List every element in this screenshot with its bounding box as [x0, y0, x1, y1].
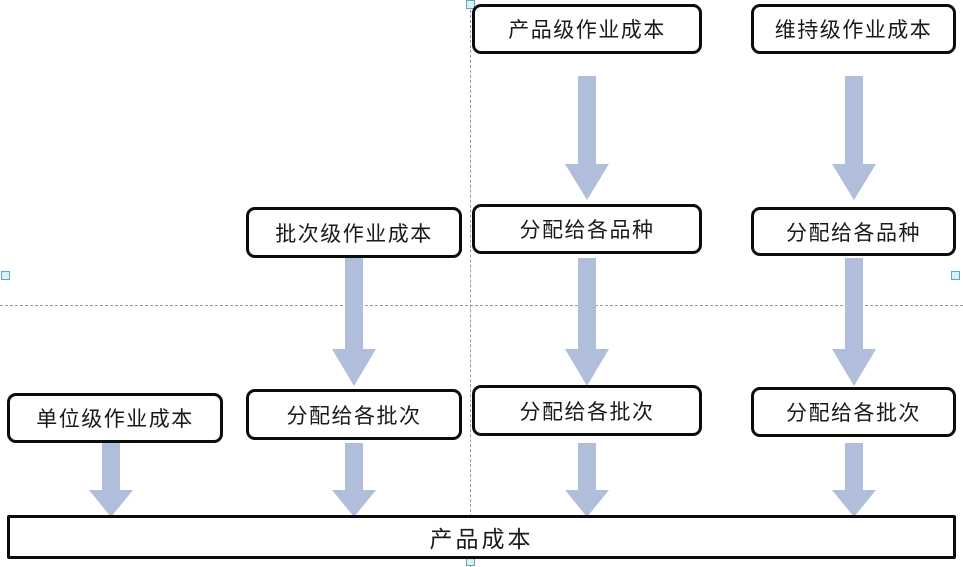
guide-handle-right[interactable]: [951, 271, 960, 280]
arrow-batches-right-to-product-cost: [832, 443, 876, 517]
node-label: 产品成本: [429, 527, 534, 552]
node-batch-level-cost[interactable]: 批次级作业成本: [246, 207, 462, 258]
node-label: 单位级作业成本: [36, 407, 194, 431]
node-label: 分配给各品种: [519, 218, 655, 242]
guide-handle-left[interactable]: [1, 271, 10, 280]
node-label: 分配给各批次: [786, 401, 921, 425]
arrow-batches-left-to-product-cost: [332, 443, 376, 517]
node-allocate-to-products-mid[interactable]: 分配给各品种: [472, 204, 702, 254]
node-allocate-to-batches-mid[interactable]: 分配给各批次: [472, 385, 702, 436]
page-break-vertical-guide: [470, 0, 471, 567]
node-allocate-to-products-right[interactable]: 分配给各品种: [751, 207, 956, 256]
node-label: 产品级作业成本: [508, 18, 666, 42]
page-break-horizontal-guide: [0, 305, 963, 306]
node-label: 维持级作业成本: [774, 18, 933, 42]
node-unit-level-cost[interactable]: 单位级作业成本: [7, 393, 223, 443]
arrow-products-to-batches-mid: [565, 258, 609, 386]
node-label: 批次级作业成本: [275, 221, 433, 246]
node-product-cost[interactable]: 产品成本: [7, 515, 956, 559]
arrow-sustaining-to-allocate-products: [832, 76, 876, 200]
arrow-batch-to-allocate-batches: [332, 258, 376, 386]
node-sustaining-level-cost[interactable]: 维持级作业成本: [751, 4, 956, 54]
node-label: 分配给各品种: [786, 220, 921, 245]
guide-handle-top[interactable]: [466, 0, 475, 9]
node-allocate-to-batches-right[interactable]: 分配给各批次: [751, 387, 956, 437]
node-product-level-cost[interactable]: 产品级作业成本: [472, 4, 702, 54]
node-label: 分配给各批次: [286, 403, 422, 428]
node-label: 分配给各批次: [519, 399, 655, 424]
arrow-unit-to-product-cost: [89, 443, 133, 517]
node-allocate-to-batches-left[interactable]: 分配给各批次: [246, 389, 462, 440]
arrow-product-to-allocate-products: [565, 76, 609, 200]
arrow-batches-mid-to-product-cost: [565, 443, 609, 517]
arrow-products-to-batches-right: [832, 258, 876, 386]
